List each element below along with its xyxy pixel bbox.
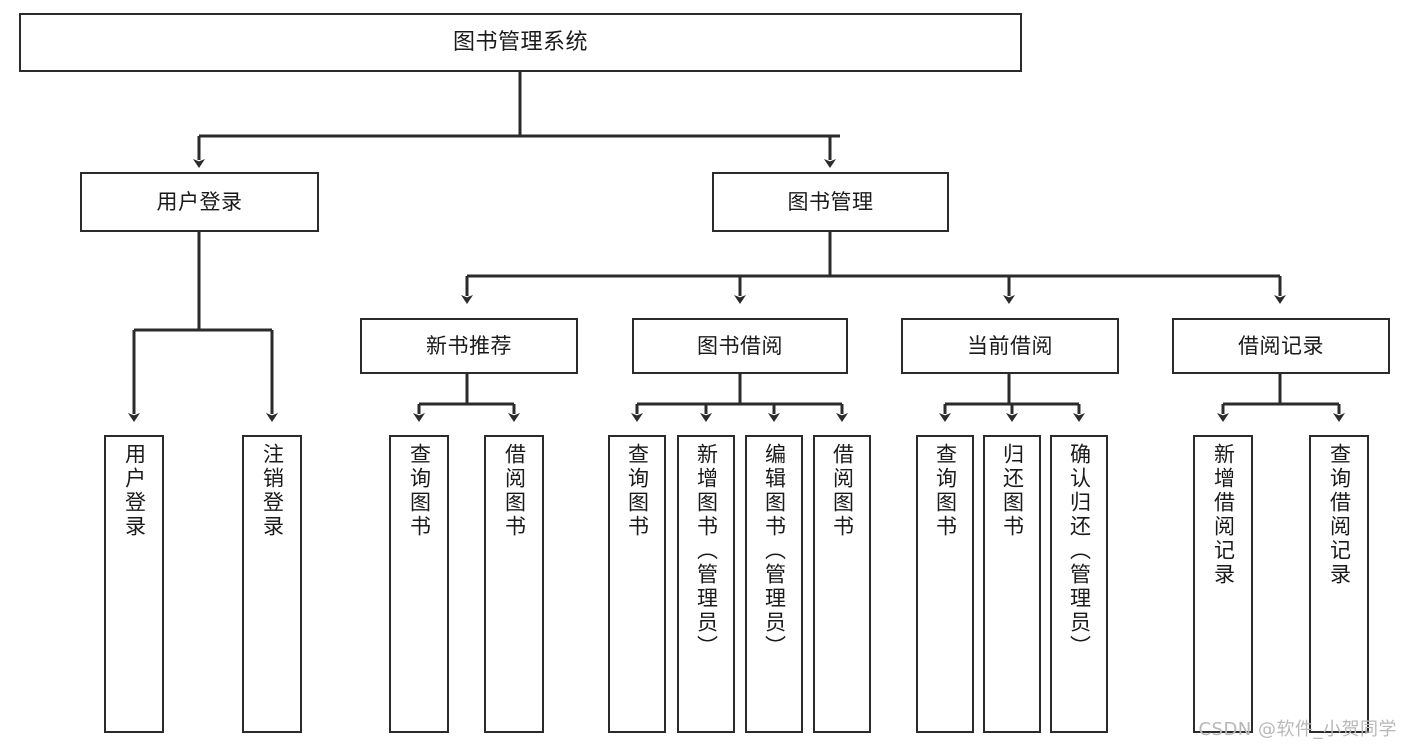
node-label: 借阅记录 xyxy=(1238,333,1324,358)
node-book-management[interactable]: 图书管理 xyxy=(712,172,949,232)
node-leaf-logout[interactable]: 注销登录 xyxy=(242,435,302,733)
node-label: 确认归还（管理员） xyxy=(1067,443,1092,659)
node-borrow-records[interactable]: 借阅记录 xyxy=(1172,318,1390,374)
node-label: 用户登录 xyxy=(122,443,147,539)
node-leaf-confirm-return-admin[interactable]: 确认归还（管理员） xyxy=(1050,435,1108,733)
node-label: 用户登录 xyxy=(156,189,243,214)
node-root-system[interactable]: 图书管理系统 xyxy=(19,13,1022,72)
node-leaf-return-book[interactable]: 归还图书 xyxy=(983,435,1041,733)
node-label: 当前借阅 xyxy=(967,333,1053,358)
node-label: 图书管理 xyxy=(787,189,874,214)
node-label: 查询图书 xyxy=(625,443,650,539)
node-leaf-query-book-current[interactable]: 查询图书 xyxy=(916,435,974,733)
node-label: 图书借阅 xyxy=(697,333,783,358)
node-label: 图书管理系统 xyxy=(452,29,588,55)
node-label: 查询图书 xyxy=(933,443,958,539)
node-leaf-query-book-recommend[interactable]: 查询图书 xyxy=(389,435,449,733)
node-label: 借阅图书 xyxy=(502,443,527,539)
node-label: 查询图书 xyxy=(407,443,432,539)
node-new-book-recommend[interactable]: 新书推荐 xyxy=(360,318,578,374)
node-user-login[interactable]: 用户登录 xyxy=(80,172,319,232)
node-leaf-edit-book-admin[interactable]: 编辑图书（管理员） xyxy=(745,435,803,733)
node-leaf-add-borrow-record[interactable]: 新增借阅记录 xyxy=(1193,435,1253,733)
node-leaf-user-login[interactable]: 用户登录 xyxy=(104,435,164,733)
node-label: 归还图书 xyxy=(1000,443,1025,539)
node-leaf-borrow-book-recommend[interactable]: 借阅图书 xyxy=(484,435,544,733)
node-label: 新增借阅记录 xyxy=(1211,443,1236,587)
node-label: 查询借阅记录 xyxy=(1327,443,1352,587)
watermark-text: CSDN @软件_小贺同学 xyxy=(1198,719,1397,740)
node-label: 新增图书（管理员） xyxy=(694,443,719,659)
node-current-borrow[interactable]: 当前借阅 xyxy=(901,318,1119,374)
node-label: 新书推荐 xyxy=(426,333,512,358)
node-leaf-borrow-book[interactable]: 借阅图书 xyxy=(813,435,871,733)
node-leaf-query-borrow-record[interactable]: 查询借阅记录 xyxy=(1309,435,1369,733)
node-label: 编辑图书（管理员） xyxy=(762,443,787,659)
node-label: 注销登录 xyxy=(260,443,285,539)
node-label: 借阅图书 xyxy=(830,443,855,539)
node-book-borrow[interactable]: 图书借阅 xyxy=(632,318,848,374)
node-leaf-query-book-borrow[interactable]: 查询图书 xyxy=(608,435,666,733)
node-leaf-add-book-admin[interactable]: 新增图书（管理员） xyxy=(677,435,735,733)
